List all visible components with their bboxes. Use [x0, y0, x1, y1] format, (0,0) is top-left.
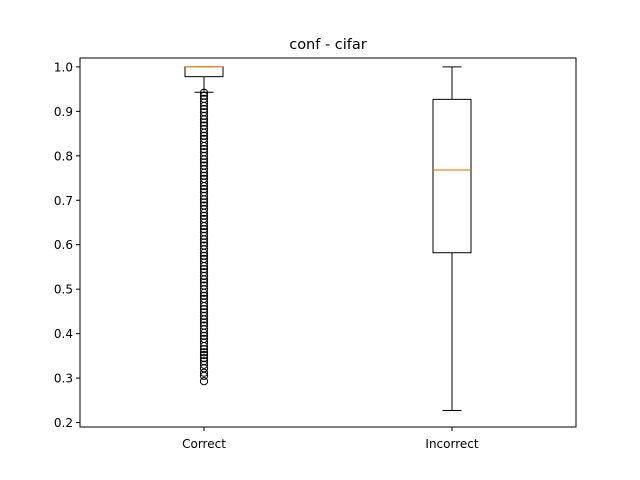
correct-outlier-point: [199, 301, 209, 311]
y-tick-label: 0.2: [54, 416, 73, 430]
correct-outlier-point: [199, 360, 209, 369]
y-tick-label: 0.6: [54, 238, 73, 252]
correct-outlier-point: [199, 145, 209, 154]
x-tick-label: Incorrect: [425, 437, 478, 451]
correct-outlier-point: [199, 225, 209, 234]
correct-outlier-point: [199, 265, 209, 274]
correct-outlier-point: [199, 288, 209, 297]
correct-outlier-point: [199, 111, 209, 120]
correct-outlier-point: [199, 315, 209, 324]
correct-outlier-point: [199, 101, 209, 111]
correct-outlier-point: [199, 251, 209, 260]
correct-outlier-point: [199, 195, 209, 204]
correct-outlier-point: [199, 245, 209, 254]
correct-outlier-point: [199, 353, 209, 363]
correct-outlier-point: [199, 221, 209, 231]
correct-outlier-point: [199, 158, 209, 167]
correct-outlier-point: [199, 155, 209, 164]
incorrect-box: [432, 98, 472, 254]
correct-outlier-point: [199, 338, 209, 347]
correct-outlier-point: [199, 131, 209, 140]
correct-outlier-point: [199, 275, 209, 284]
correct-outlier-point: [199, 331, 209, 340]
y-tick-label: 0.9: [54, 105, 73, 119]
correct-outlier-point: [199, 168, 209, 177]
correct-outlier-point: [199, 248, 209, 257]
correct-outlier-point: [199, 305, 209, 314]
correct-outlier-point: [199, 368, 209, 377]
correct-outlier-point: [199, 218, 209, 227]
correct-outlier-point: [199, 235, 209, 244]
correct-outlier-point: [199, 165, 209, 174]
correct-outlier-point: [199, 191, 209, 200]
correct-outlier-point: [199, 350, 209, 360]
correct-outlier-point: [199, 118, 209, 127]
correct-outlier-point: [199, 318, 209, 327]
chart-title: conf - cifar: [289, 37, 367, 53]
correct-outlier-point: [199, 341, 209, 351]
correct-outlier-point: [199, 125, 209, 134]
correct-outlier-point: [199, 88, 209, 97]
y-tick-label: 0.4: [54, 327, 73, 341]
correct-outlier-point: [199, 138, 209, 147]
correct-outlier-point: [199, 238, 209, 247]
correct-outlier-point: [199, 98, 209, 107]
correct-outlier-point: [199, 185, 209, 194]
correct-outlier-point: [199, 91, 209, 100]
y-tick-label: 1.0: [54, 60, 73, 74]
correct-outlier-point: [199, 325, 209, 334]
correct-outlier-point: [199, 311, 209, 320]
y-tick-label: 0.8: [54, 149, 73, 163]
correct-outlier-point: [199, 115, 209, 124]
correct-outlier-point: [199, 128, 209, 137]
correct-outlier-point: [199, 345, 209, 354]
correct-outlier-point: [199, 271, 209, 280]
y-tick-label: 0.7: [54, 194, 73, 208]
correct-outlier-point: [199, 151, 209, 160]
correct-outlier-point: [199, 348, 209, 357]
correct-outlier-point: [199, 291, 209, 300]
correct-outlier-point: [199, 105, 209, 114]
y-tick-label: 0.5: [54, 283, 73, 297]
correct-outlier-point: [199, 208, 209, 217]
correct-outlier-point: [199, 258, 209, 267]
correct-outlier-point: [199, 198, 209, 207]
correct-outlier-point: [199, 285, 209, 294]
correct-outlier-point: [199, 211, 209, 220]
correct-outlier-point: [199, 261, 209, 271]
correct-outlier-point: [199, 298, 209, 307]
y-tick-label: 0.3: [54, 372, 73, 386]
correct-outlier-point: [199, 371, 209, 380]
correct-outlier-point: [199, 178, 209, 187]
correct-outlier-point: [199, 141, 209, 151]
correct-outlier-point: [199, 231, 209, 240]
correct-outlier-point: [199, 278, 209, 287]
correct-outlier-point: [199, 377, 209, 386]
axes-frame: [79, 57, 577, 428]
correct-outlier-point: [199, 205, 209, 214]
correct-outlier-point: [199, 171, 209, 180]
x-tick-label: Correct: [182, 437, 226, 451]
correct-outlier-point: [199, 328, 209, 337]
correct-outlier-point: [199, 181, 209, 191]
